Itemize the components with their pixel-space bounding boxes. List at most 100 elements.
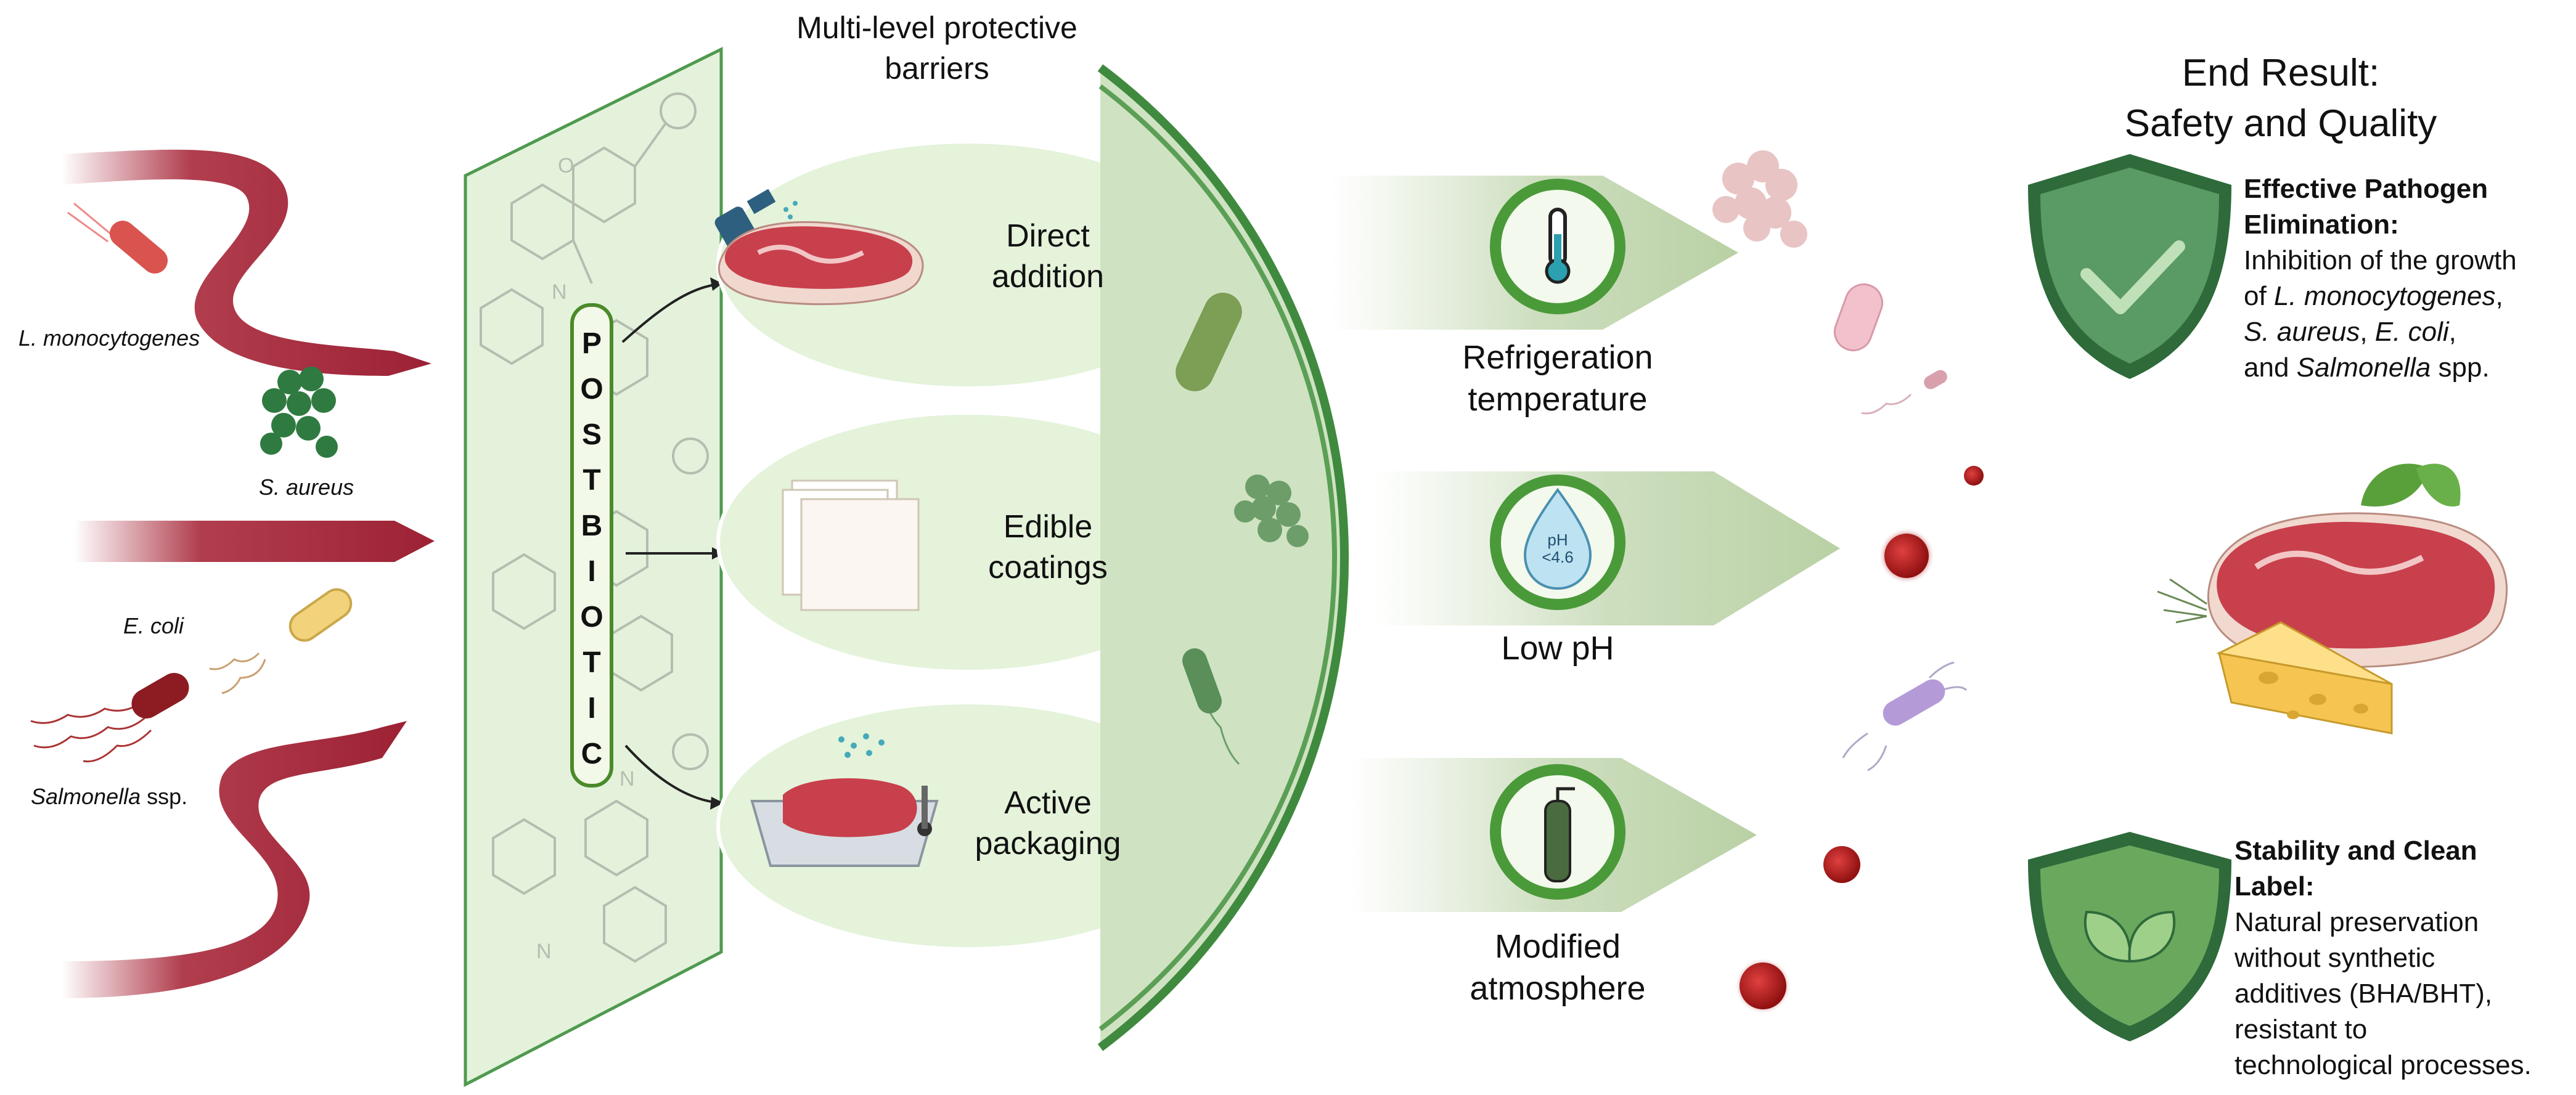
box2-line1: Natural preservation [2235,907,2479,937]
semicircle-barrier [1097,64,1349,1051]
postbiotic-letter: I [587,555,596,588]
ribbon-bottom [62,721,407,998]
box1-line4: and Salmonella spp. [2244,350,2564,386]
box2-heading-line2: Label: [2235,871,2315,902]
box1-line3-post: , [2448,317,2456,347]
salmonella-label: Salmonella ssp. [31,784,187,810]
svg-text:N: N [552,280,567,304]
dying-staph-cluster-icon [1712,150,1807,248]
method-active-packaging: Active packaging [943,783,1153,864]
box1-line3-italic1: S. aureus [2244,317,2360,347]
barrier-title: Multi-level protective barriers [715,7,1159,89]
postbiotic-letter: T [583,646,601,679]
box2-line4: resistant to [2235,1014,2368,1044]
svg-text:N: N [619,767,635,791]
svg-text:N: N [536,940,552,963]
postbiotic-letter: O [580,601,603,633]
ribbon-middle [74,521,435,562]
result-title-line2: Safety and Quality [2124,102,2437,145]
box1-heading-line1: Effective Pathogen [2244,174,2488,204]
trapped-bacterium-icon [1176,293,1242,391]
box2-line3: additives (BHA/BHT), [2235,979,2493,1009]
box2-line2: without synthetic [2235,943,2435,973]
listeria-bacterium-icon [67,202,168,274]
hurdle-modified-atmosphere: Modified atmosphere [1404,926,1712,1009]
box1-line4-post: spp. [2431,352,2490,383]
gas-cylinder-icon [1490,764,1625,900]
result-title-line1: End Result: [2181,52,2380,94]
hurdle-line1: Low pH [1501,630,1614,667]
hurdle-line2: temperature [1468,381,1648,418]
dying-salmonella-icon [1861,370,1947,415]
barrier-title-line2: barriers [885,51,989,86]
method-line1: Direct [1006,218,1090,254]
distribution-arrows [621,283,716,804]
box1-line1: Inhibition of the growth [2244,245,2517,275]
postbiotic-letter: O [580,373,603,405]
edible-coating-sheets-icon [782,479,920,611]
box1-line4-italic: Salmonella [2296,352,2431,383]
box1-line2: of L. monocytogenes, [2244,279,2564,314]
salmonella-bacterium-icon [30,673,189,763]
box1-line2-post: , [2495,281,2503,311]
ph-drop-icon [1490,474,1625,610]
box2-line5: technological processes. [2235,1050,2532,1080]
pathogen-ribbons [62,149,435,998]
box1-line2-pre: of [2244,281,2274,311]
ph-badge-text: pH <4.6 [1527,531,1589,566]
dying-listeria-icon [1833,283,1884,351]
leaf-shield-icon [2028,832,2231,1041]
postbiotic-letter: P [581,327,602,360]
result-pathogen-elimination: Effective Pathogen Elimination: Inhibiti… [2244,171,2564,386]
salmonella-suffix: ssp. [141,784,188,809]
method-line1: Active [1004,785,1092,821]
postbiotic-letter: B [581,510,603,542]
active-packaging-tray-icon [750,733,939,867]
postbiotic-letter: S [581,418,602,451]
result-title: End Result: Safety and Quality [2053,48,2509,149]
box1-line3: S. aureus, E. coli, [2244,314,2564,350]
method-edible-coatings: Edible coatings [943,507,1153,588]
box2-heading-line1: Stability and Clean [2235,836,2477,866]
box1-line3-mid: , [2360,317,2375,347]
salmonella-genus: Salmonella [31,784,141,809]
hurdle-low-ph: Low pH [1404,627,1712,669]
staph-label: S. aureus [259,474,354,500]
box1-line3-italic2: E. coli [2374,317,2449,347]
box1-line2-italic: L. monocytogenes [2273,281,2496,311]
postbiotic-label-box [570,303,613,788]
hurdle-refrigeration: Refrigeration temperature [1404,336,1712,420]
ecoli-label: E. coli [123,613,184,638]
method-line2: packaging [975,826,1121,861]
ecoli-bacterium-icon [209,588,353,694]
postbiotic-letter: I [587,692,596,725]
svg-text:O: O [558,154,574,177]
meat-and-cheese-product-icon [2157,463,2508,735]
method-direct-addition: Direct addition [943,216,1153,297]
dying-ecoli-icon [1842,661,1968,771]
listeria-label: L. monocytogenes [18,325,200,351]
staph-cluster-icon [260,367,338,458]
thermometer-icon [1490,179,1625,314]
box1-line4-pre: and [2244,352,2297,383]
method-line1: Edible [1003,509,1093,545]
inactivated-cells [1735,466,1984,1014]
method-line2: addition [991,259,1105,295]
ph-badge-line2: <4.6 [1542,548,1574,566]
ph-badge-line1: pH [1547,531,1568,549]
postbiotic-letter: T [583,464,601,497]
hurdle-line1: Modified [1494,928,1621,965]
box1-heading-line2: Elimination: [2244,210,2399,240]
ribbon-top [62,149,431,376]
method-line2: coatings [988,550,1108,585]
trapped-staph-icon [1234,474,1309,547]
postbiotic-letter: C [581,738,603,770]
checkmark-shield-icon [2028,154,2231,379]
hurdle-line1: Refrigeration [1462,339,1653,376]
raw-meat-icon [718,221,924,306]
barrier-title-line1: Multi-level protective [796,10,1077,45]
result-stability-clean-label: Stability and Clean Label: Natural prese… [2235,833,2567,1083]
hurdle-line2: atmosphere [1470,970,1646,1007]
trapped-salmonella-icon [1182,648,1240,765]
